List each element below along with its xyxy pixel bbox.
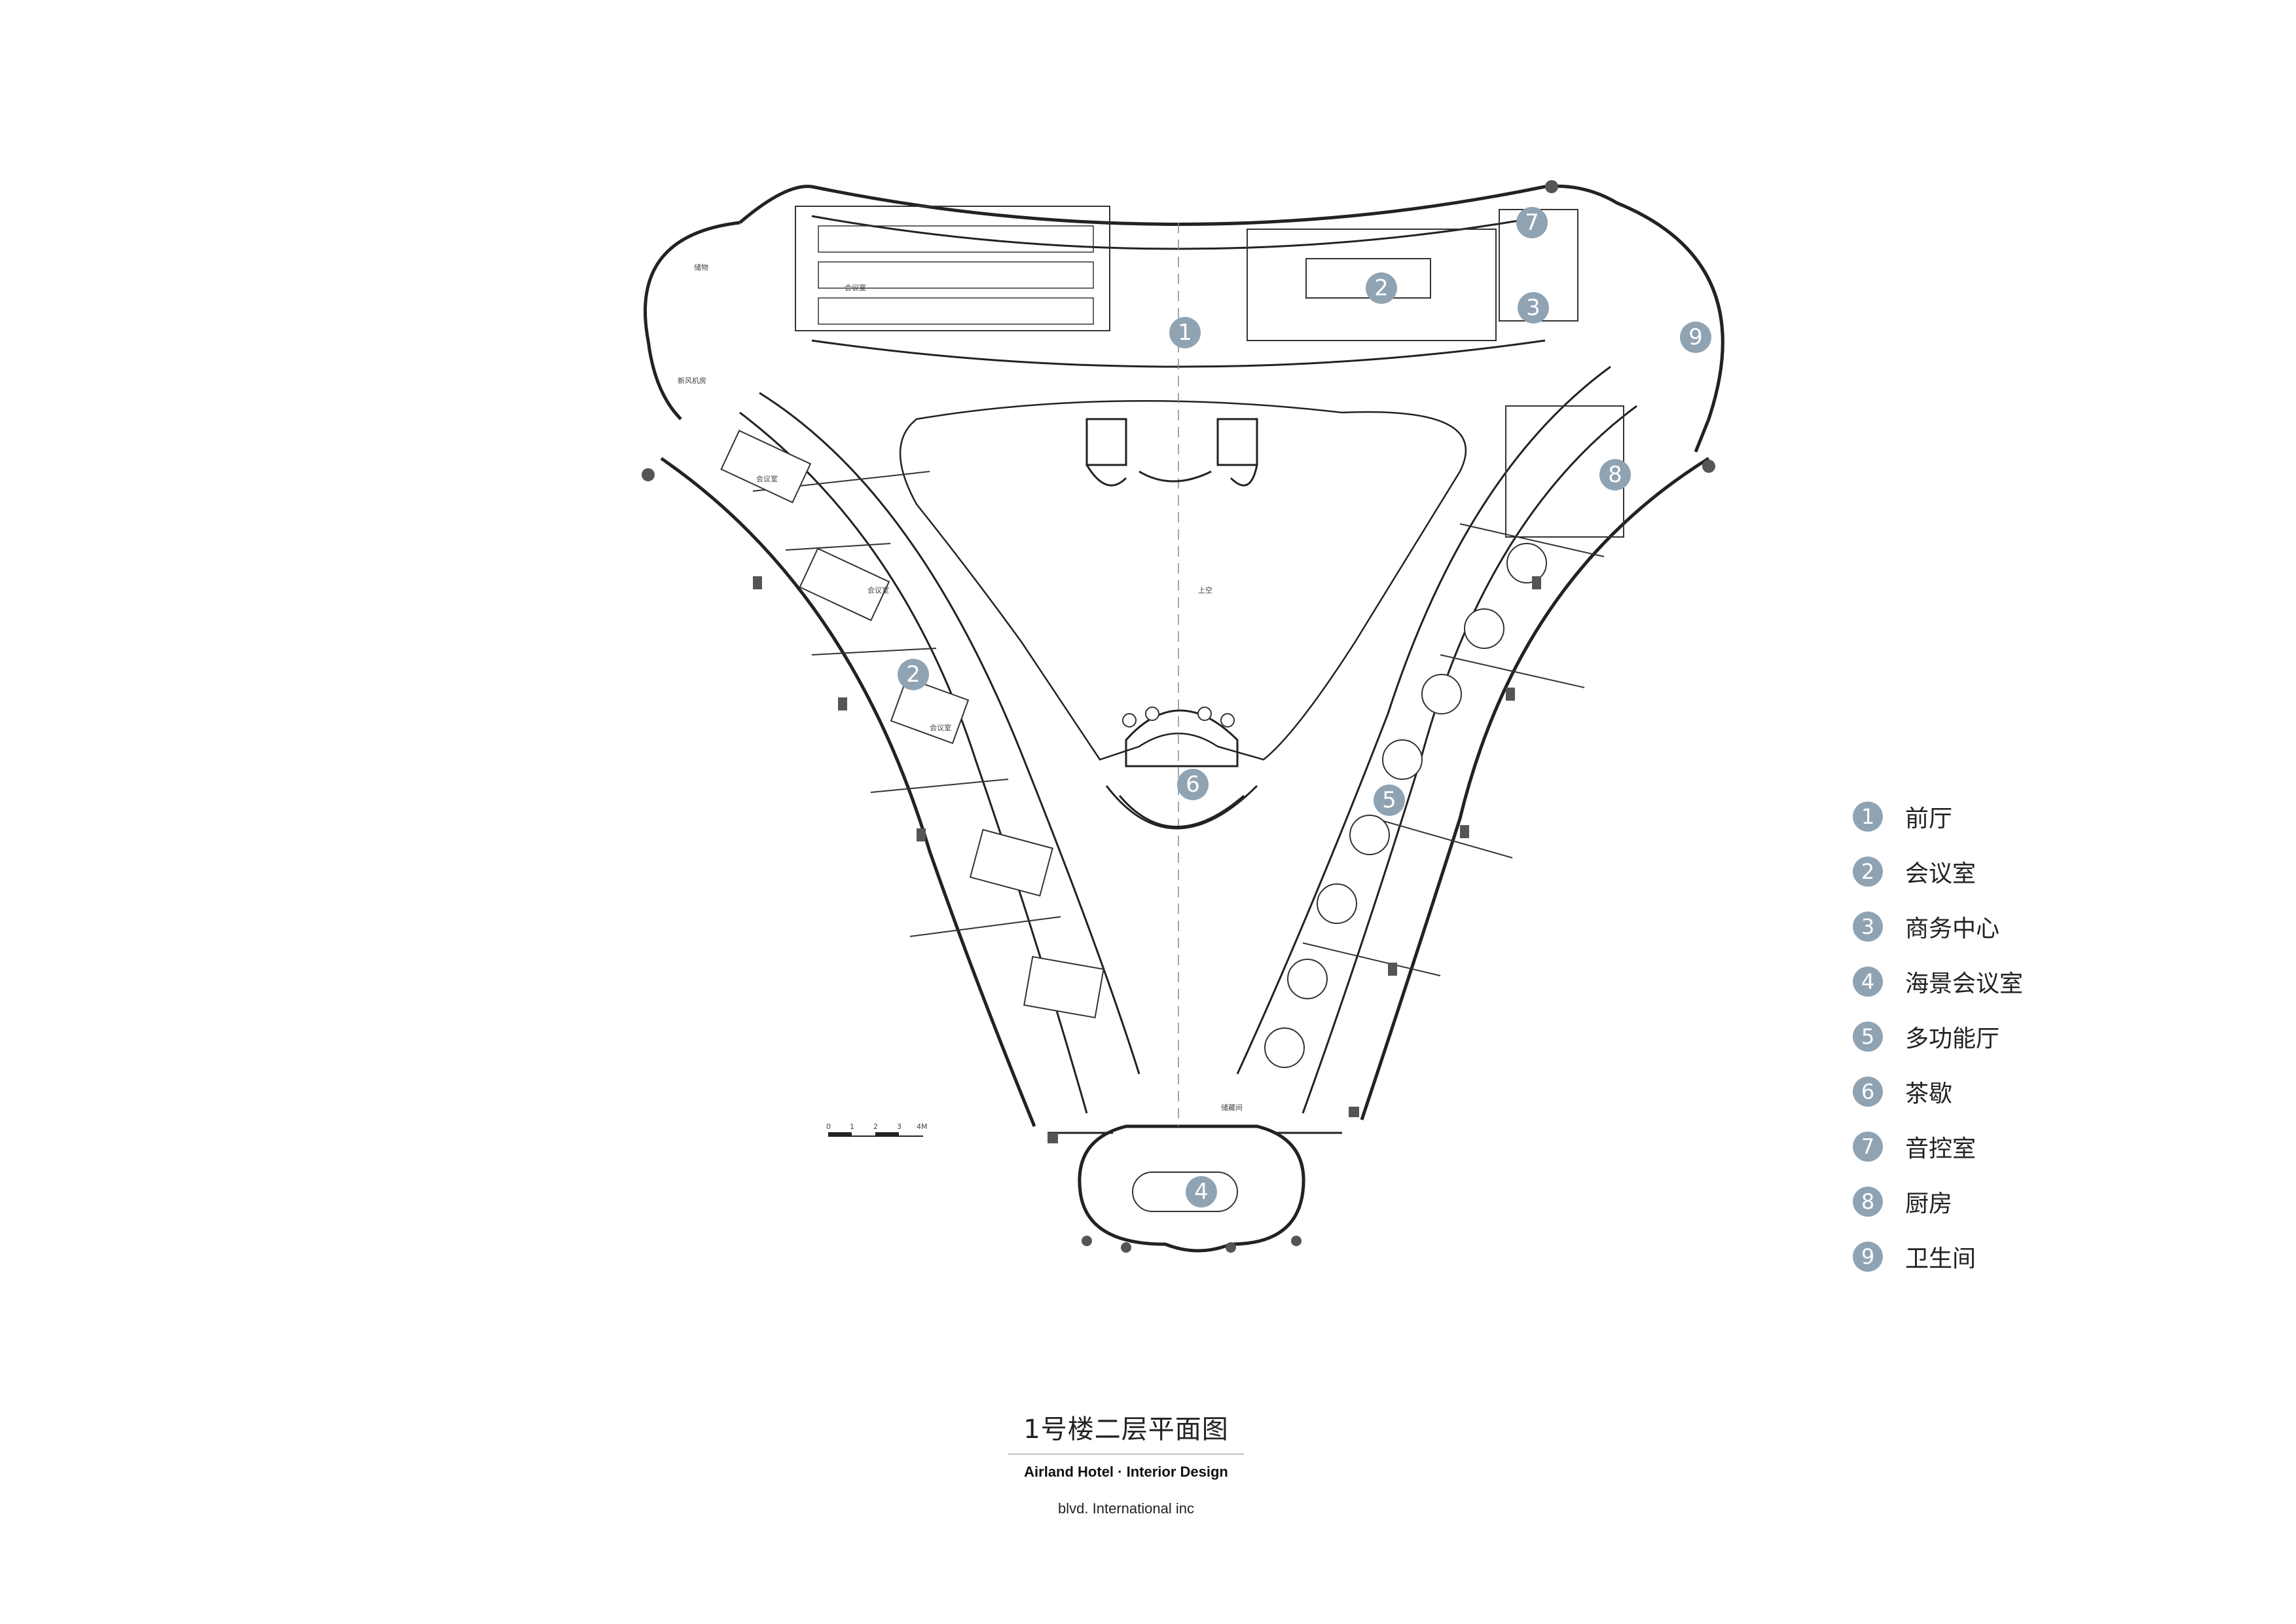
legend-item: 6 茶歇: [1853, 1064, 2023, 1119]
marker-number: 5: [1382, 787, 1396, 813]
marker-meeting-room: 2: [1366, 272, 1397, 304]
marker-multifunction-hall: 5: [1374, 784, 1405, 816]
marker-business-center: 3: [1518, 292, 1549, 323]
legend-number: 1: [1853, 802, 1883, 832]
marker-number: 2: [1374, 275, 1389, 301]
legend-item: 3 商务中心: [1853, 899, 2023, 954]
scale-tick: 4M: [917, 1122, 928, 1131]
title-block: 1号楼二层平面图 Airland Hotel · Interior Design…: [982, 1408, 1270, 1517]
scale-tick: 2: [873, 1122, 878, 1131]
legend-number: 6: [1853, 1077, 1883, 1107]
legend-number: 2: [1853, 857, 1883, 887]
legend-label: 会议室: [1905, 860, 1977, 887]
room-label-storeroom: 储藏间: [1221, 1103, 1243, 1112]
conference-tables: [720, 258, 1431, 1212]
legend-number: 8: [1853, 1187, 1883, 1217]
room-label-meeting: 会议室: [845, 283, 866, 292]
room-label-meeting: 会议室: [867, 585, 889, 595]
legend-label: 厨房: [1905, 1190, 1953, 1217]
marker-sound-control-room: 7: [1516, 207, 1548, 238]
legend-number: 4: [1853, 967, 1883, 997]
legend-item: 8 厨房: [1853, 1174, 2023, 1229]
scale-tick: 3: [897, 1122, 902, 1131]
scale-tick: 0: [826, 1122, 831, 1131]
marker-number: 3: [1526, 295, 1540, 321]
legend-item: 4 海景会议室: [1853, 954, 2023, 1009]
legend-label: 茶歇: [1905, 1080, 1953, 1107]
legend-item: 9 卫生间: [1853, 1229, 2023, 1284]
legend-number: 3: [1853, 912, 1883, 942]
legend-item: 1 前厅: [1853, 789, 2023, 844]
round-tables: [1122, 543, 1547, 1068]
marker-front-hall: 1: [1169, 317, 1201, 348]
legend-label: 音控室: [1905, 1135, 1977, 1162]
legend-label: 多功能厅: [1905, 1025, 2000, 1052]
marker-kitchen: 8: [1599, 459, 1631, 490]
marker-number: 7: [1525, 210, 1539, 236]
room-label-meeting: 会议室: [756, 474, 778, 483]
marker-number: 2: [906, 661, 920, 688]
legend-number: 7: [1853, 1132, 1883, 1162]
marker-number: 6: [1186, 771, 1200, 798]
firm-name: blvd. International inc: [1058, 1500, 1194, 1517]
marker-number: 4: [1194, 1179, 1209, 1205]
room-label-meeting: 会议室: [930, 723, 951, 732]
legend-item: 5 多功能厅: [1853, 1009, 2023, 1064]
classroom-desks: [818, 225, 1094, 325]
legend-label: 卫生间: [1905, 1246, 1977, 1272]
marker-number: 9: [1688, 324, 1703, 350]
marker-meeting-room: 2: [898, 659, 929, 690]
legend-number: 9: [1853, 1242, 1883, 1272]
marker-tea-break: 6: [1177, 769, 1209, 800]
legend-number: 5: [1853, 1022, 1883, 1052]
drawing-title: 1号楼二层平面图: [1023, 1414, 1229, 1445]
legend: 1 前厅 2 会议室 3 商务中心 4 海景会议室 5 多功能厅 6 茶歇 7 …: [1853, 789, 2023, 1284]
project-name: Airland Hotel · Interior Design: [1024, 1464, 1228, 1480]
void-label: 上空: [1198, 585, 1212, 595]
legend-label: 商务中心: [1905, 915, 2000, 942]
room-label-fresh-air: 新风机房: [678, 376, 706, 385]
legend-label: 前厅: [1905, 805, 1953, 832]
legend-label: 海景会议室: [1905, 970, 2024, 997]
legend-item: 2 会议室: [1853, 844, 2023, 899]
scale-bar: 0 1 2 3 4M: [826, 1122, 928, 1137]
scale-tick: 1: [850, 1122, 854, 1131]
room-label-storage: 储物: [694, 263, 708, 272]
building-outline: [644, 184, 1724, 1253]
structural-columns: [642, 180, 1715, 1253]
legend-item: 7 音控室: [1853, 1119, 2023, 1174]
marker-restroom: 9: [1680, 322, 1711, 353]
marker-number: 8: [1608, 462, 1622, 488]
marker-number: 1: [1178, 320, 1192, 346]
marker-sea-view-meeting-room: 4: [1186, 1176, 1217, 1208]
